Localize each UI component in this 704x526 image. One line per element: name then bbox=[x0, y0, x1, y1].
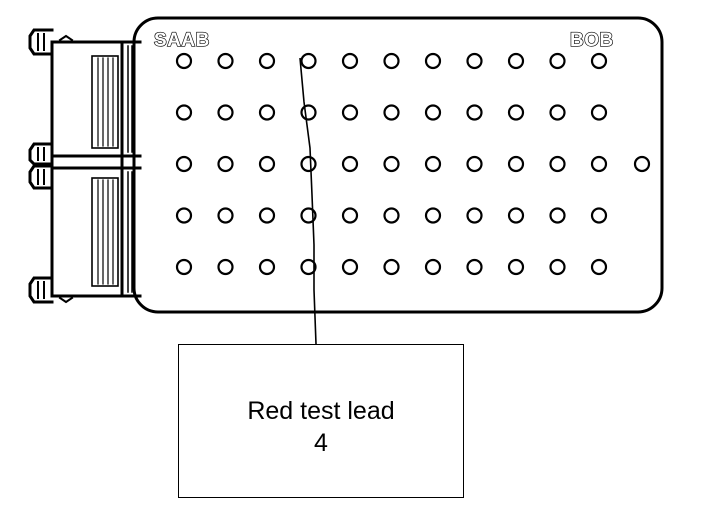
pin-hole bbox=[175, 258, 193, 276]
pin-hole bbox=[341, 258, 359, 276]
pin-hole bbox=[175, 52, 193, 70]
brand-label-right: BOB bbox=[570, 30, 614, 51]
breakout-box-outline bbox=[132, 16, 664, 314]
pin-hole bbox=[258, 207, 276, 224]
pin-grid bbox=[175, 52, 651, 276]
pin-hole bbox=[175, 207, 193, 224]
pin-hole bbox=[175, 104, 193, 121]
pin-hole bbox=[424, 207, 442, 224]
pin-hole bbox=[466, 52, 483, 70]
pin-hole bbox=[258, 258, 276, 276]
pin-hole bbox=[466, 155, 483, 173]
pin-hole bbox=[300, 258, 317, 276]
pin-hole bbox=[341, 104, 359, 121]
pin-hole bbox=[549, 52, 566, 70]
pin-hole bbox=[383, 207, 400, 224]
pin-hole bbox=[383, 258, 400, 276]
pin-hole bbox=[383, 104, 400, 121]
pin-hole bbox=[549, 207, 566, 224]
connector-harness bbox=[28, 28, 142, 304]
callout-box: Red test lead 4 bbox=[178, 344, 464, 498]
pin-hole bbox=[424, 258, 442, 276]
pin-hole bbox=[175, 155, 193, 173]
pin-hole bbox=[258, 52, 276, 70]
brand-label-left: SAAB bbox=[154, 30, 210, 51]
pin-hole bbox=[217, 155, 234, 173]
pin-hole bbox=[507, 104, 525, 121]
pin-hole bbox=[466, 104, 483, 121]
pin-hole bbox=[217, 52, 234, 70]
pin-hole bbox=[300, 155, 317, 173]
pin-hole bbox=[549, 155, 566, 173]
leader-line bbox=[299, 57, 317, 345]
callout-lead-number: 4 bbox=[314, 429, 328, 457]
pin-hole bbox=[549, 104, 566, 121]
pin-hole bbox=[341, 155, 359, 173]
pin-hole bbox=[590, 258, 608, 276]
pin-hole bbox=[383, 52, 400, 70]
pin-hole bbox=[217, 258, 234, 276]
callout-label: Red test lead bbox=[247, 397, 395, 425]
pin-hole bbox=[633, 155, 651, 173]
pin-hole bbox=[424, 104, 442, 121]
pin-hole bbox=[507, 207, 525, 224]
pin-hole bbox=[217, 207, 234, 224]
pin-hole bbox=[507, 52, 525, 70]
pin-hole bbox=[300, 52, 317, 70]
pin-hole bbox=[383, 155, 400, 173]
pin-hole bbox=[300, 104, 317, 121]
pin-hole bbox=[258, 104, 276, 121]
pin-hole bbox=[590, 52, 608, 70]
pin-hole bbox=[590, 104, 608, 121]
pin-hole bbox=[424, 155, 442, 173]
pin-hole bbox=[341, 52, 359, 70]
pin-hole bbox=[549, 258, 566, 276]
pin-hole bbox=[507, 155, 525, 173]
pin-hole bbox=[507, 258, 525, 276]
pin-hole bbox=[590, 207, 608, 224]
pin-hole bbox=[341, 207, 359, 224]
pin-hole bbox=[590, 155, 608, 173]
pin-hole bbox=[466, 207, 483, 224]
pin-hole bbox=[424, 52, 442, 70]
pin-hole bbox=[466, 258, 483, 276]
pin-hole bbox=[217, 104, 234, 121]
pin-hole bbox=[258, 155, 276, 173]
